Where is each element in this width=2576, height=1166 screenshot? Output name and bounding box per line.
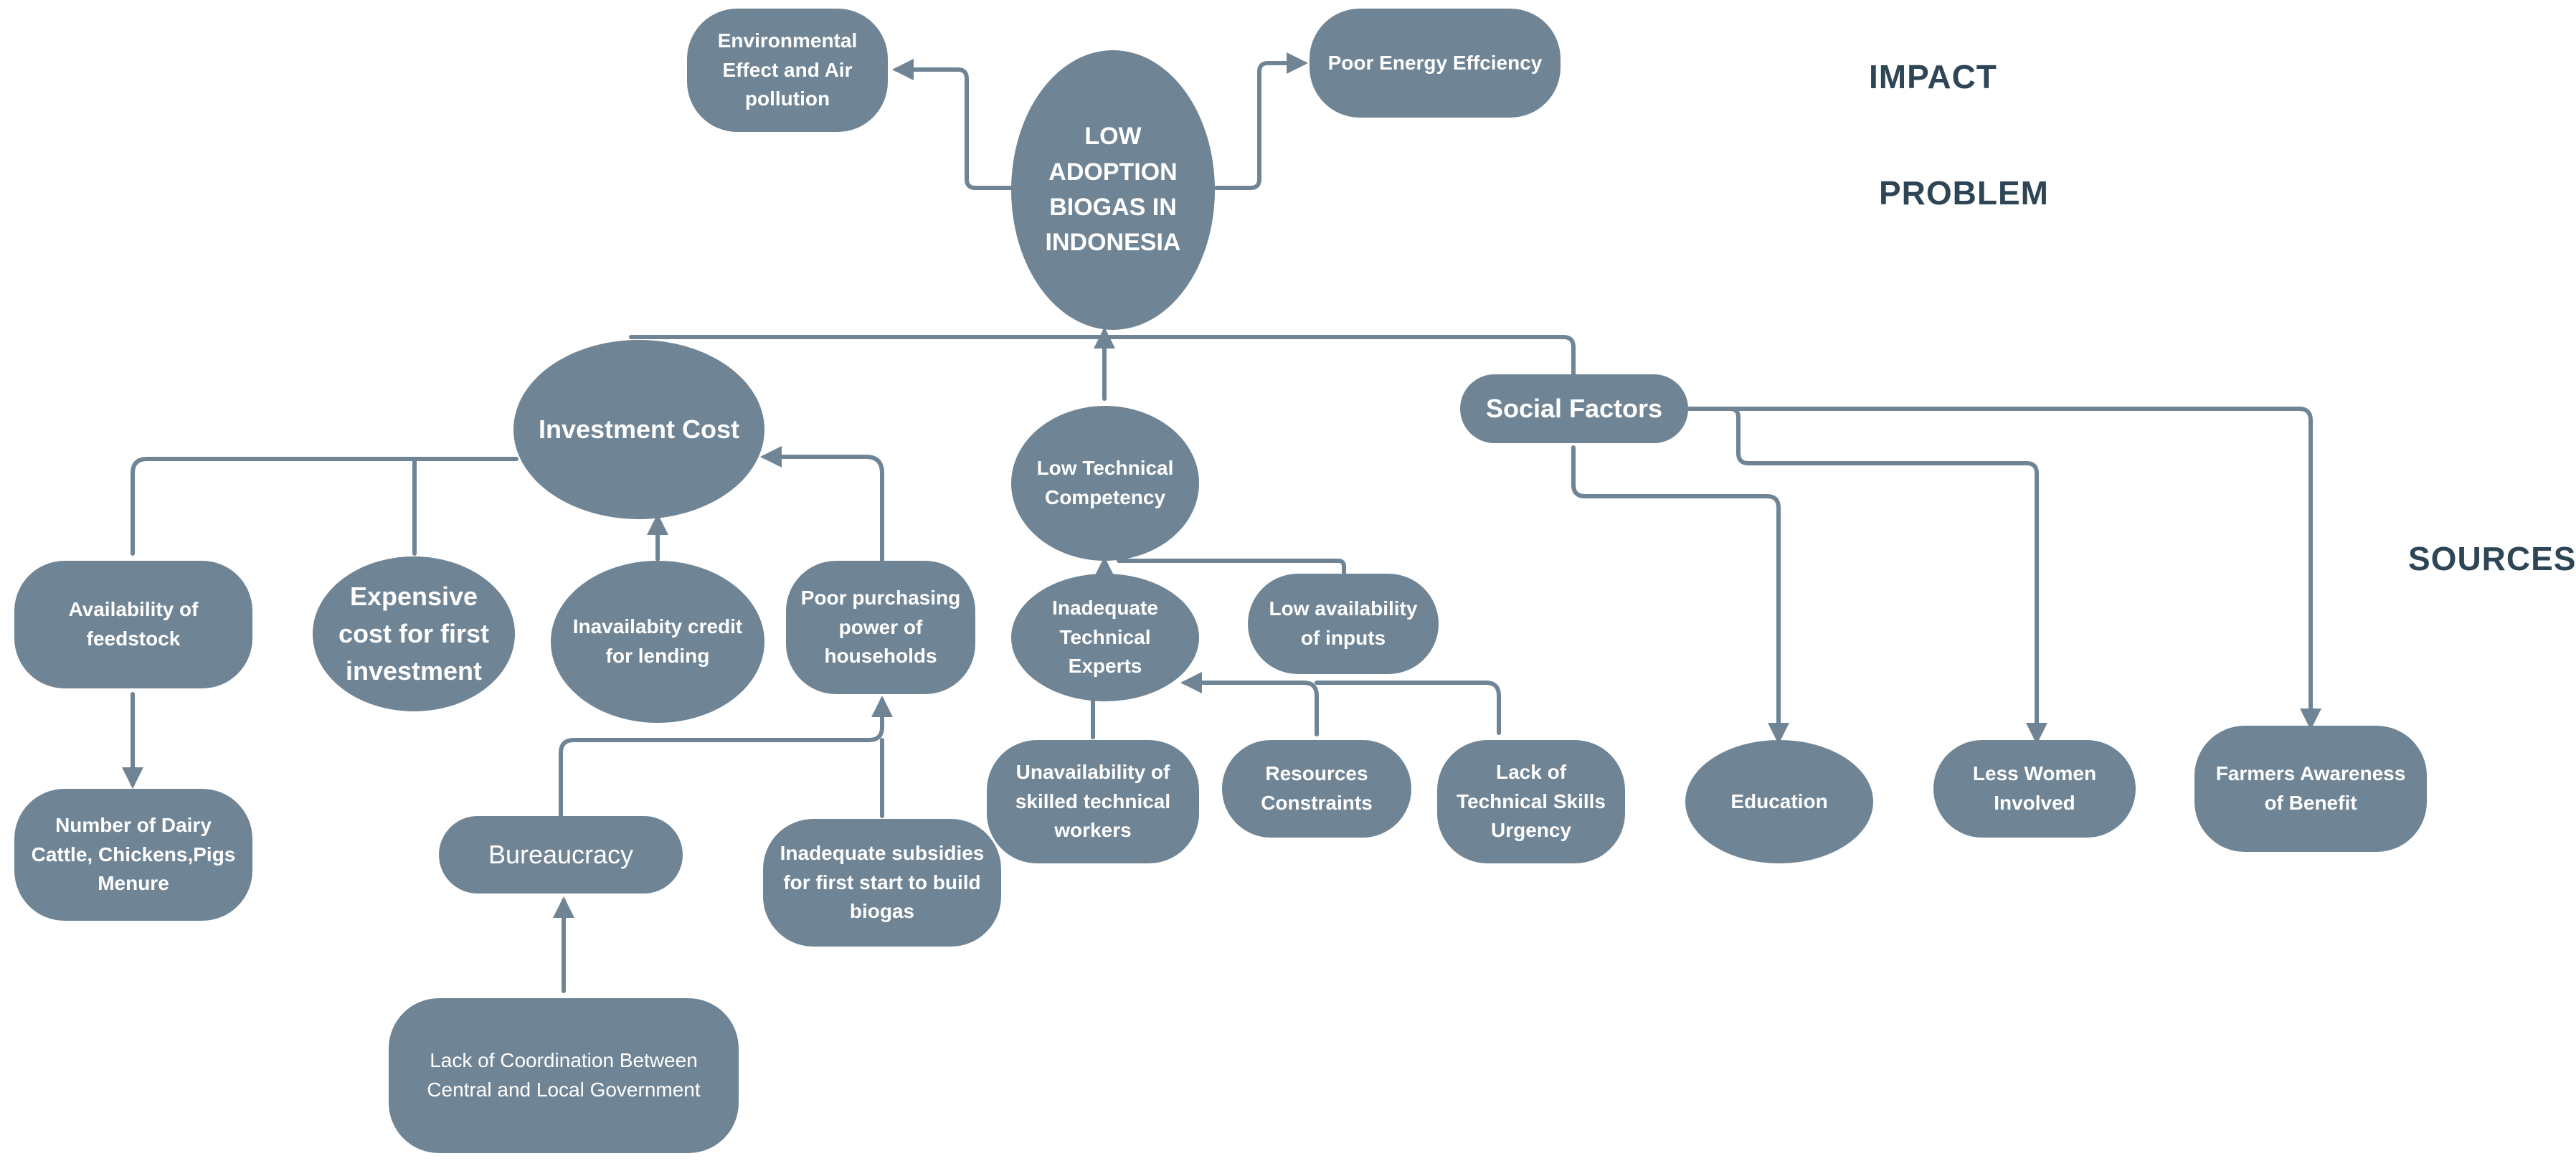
node-resources-constraints: Resources Constraints [1222, 740, 1411, 838]
node-low-technical-competency: Low Technical Competency [1011, 406, 1199, 561]
node-poor-energy-efficiency: Poor Energy Effciency [1310, 9, 1561, 118]
tier-label-impact: IMPACT [1869, 58, 1997, 95]
connector-main-bus [629, 335, 1576, 385]
node-lack-technical-skills-urgency: Lack of Technical Skills Urgency [1437, 740, 1625, 863]
connector-resources-to-experts [1180, 672, 1319, 736]
connector-social-to-awareness [1685, 407, 2321, 730]
connector-social-to-education [1571, 445, 1789, 744]
connector-problem-to-environmental [892, 59, 1013, 190]
node-environmental-effect: Environmental Effect and Air pollution [687, 9, 888, 132]
node-availability-feedstock: Availability of feedstock [14, 561, 252, 688]
node-number-dairy-cattle: Number of Dairy Cattle, Chickens,Pigs Me… [14, 789, 252, 921]
node-farmers-awareness: Farmers Awareness of Benefit [2194, 726, 2427, 852]
tier-label-problem: PROBLEM [1879, 174, 2049, 212]
node-inadequate-subsidies: Inadequate subsidies for first start to … [763, 819, 1001, 947]
node-less-women-involved: Less Women Involved [1933, 740, 2136, 838]
node-expensive-cost: Expensive cost for first investment [313, 556, 515, 711]
node-low-adoption-biogas: LOW ADOPTION BIOGAS IN INDONESIA [1011, 50, 1215, 330]
connector-inputs-to-competency [1117, 559, 1346, 576]
connector-investment-bus [131, 457, 518, 556]
connector-social-to-women [1685, 407, 2047, 744]
connector-purchasing-to-investment [760, 446, 884, 563]
tier-label-sources: SOURCES [2408, 540, 2576, 577]
node-unavailability-skilled-workers: Unavailability of skilled technical work… [987, 740, 1199, 863]
connector-bureaucracy-to-purchasing [559, 696, 893, 818]
connector-skills-to-experts [1315, 681, 1501, 735]
node-lack-coordination: Lack of Coordination Between Central and… [389, 998, 739, 1153]
node-bureaucracy: Bureaucracy [439, 816, 683, 894]
node-inavailability-credit: Inavailabity credit for lending [551, 561, 764, 723]
connector-problem-to-energy [1214, 52, 1308, 190]
node-poor-purchasing-power: Poor purchasing power of households [786, 561, 975, 694]
node-education: Education [1685, 740, 1873, 863]
node-low-availability-inputs: Low availability of inputs [1248, 574, 1439, 674]
node-social-factors: Social Factors [1460, 374, 1688, 443]
node-investment-cost: Investment Cost [513, 340, 764, 519]
node-inadequate-technical-experts: Inadequate Technical Experts [1011, 574, 1199, 701]
